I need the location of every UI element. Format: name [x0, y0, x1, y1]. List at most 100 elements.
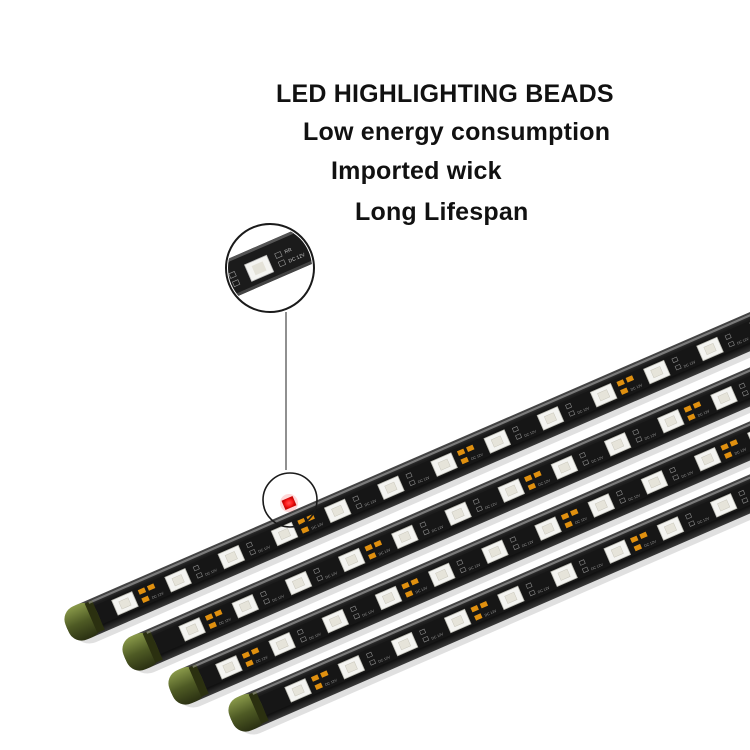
led-bead: [497, 478, 526, 503]
pcb-marking: DC 12V: [591, 455, 605, 464]
resistor: [364, 540, 383, 560]
highlight-led: [280, 494, 298, 512]
led-bead: [337, 655, 366, 680]
headline-imported-wick: Imported wick: [331, 157, 502, 185]
resistor: [137, 583, 156, 604]
resistor: [630, 531, 648, 552]
led-bead: [321, 608, 350, 634]
led-bead: [284, 678, 312, 703]
resistor: [470, 601, 489, 621]
pcb-marking: DC 12V: [218, 617, 232, 626]
pcb-marking: DC 12V: [324, 678, 338, 687]
resistor: [456, 444, 475, 465]
led-bead: [534, 516, 562, 541]
led-bead: [657, 409, 685, 434]
led-bead: [589, 382, 618, 408]
led-strip: DC 12V DC 12V DC 12V DC 12V DC 12V DC 12V DC 1…: [122, 332, 750, 674]
led-bead: [710, 385, 738, 411]
headline-low-energy: Low energy consumption: [303, 118, 611, 146]
pcb-marking: DC 12V: [628, 493, 642, 502]
pcb-marking: DC 12V: [644, 432, 658, 441]
led-bead: [696, 336, 724, 362]
led-bead: [390, 631, 419, 657]
pcb-marking: DC 12V: [524, 429, 538, 438]
pcb-marking: DC 12V: [415, 586, 429, 595]
led-bead: [497, 585, 525, 611]
headline-long-lifespan: Long Lifespan: [355, 198, 529, 226]
led-bead: [550, 562, 578, 588]
led-bead: [111, 591, 139, 616]
pcb-marking: DC 12V: [468, 563, 482, 572]
pcb-marking: DC 12V: [736, 337, 750, 346]
pcb-marking: DC 12V: [362, 609, 376, 618]
led-bead: [587, 493, 616, 518]
pcb-marking: DC 12V: [325, 571, 339, 580]
led-bead: [430, 452, 458, 477]
headline-led-beads: LED HIGHLIGHTING BEADS: [276, 80, 614, 108]
led-strip: DC 12V DC 12V DC 12V DC 12V DC 12V DC 12V DC 1…: [64, 302, 750, 644]
led-bead: [164, 568, 192, 593]
resistor: [560, 508, 579, 529]
led-bead: [215, 655, 243, 680]
led-bead: [656, 516, 685, 541]
led-bead: [709, 493, 738, 518]
pcb-marking: DC 12V: [431, 632, 445, 641]
pcb-marking: DC 12V: [258, 545, 272, 554]
resistor: [683, 401, 702, 421]
pcb-channel-label: RR: [284, 247, 293, 256]
led-bead: [427, 562, 456, 588]
pcb-marking: DC 12V: [644, 539, 658, 548]
pcb-marking: DC 12V: [537, 586, 551, 595]
pcb-marking: DC 12V: [681, 470, 695, 479]
callout-target-circle: [262, 472, 318, 528]
pcb-marking: DC 12V: [204, 568, 218, 577]
led-bead: [337, 547, 366, 573]
pcb-marking: DC 12V: [577, 406, 591, 415]
pcb-marking: DC 12V: [734, 447, 748, 456]
pcb-marking: DC 12V: [484, 609, 498, 618]
led-bead: [284, 570, 313, 596]
led-bead: [443, 608, 472, 634]
led-bead: [693, 446, 722, 472]
pcb-marking: DC 12V: [697, 409, 711, 418]
led-bead: [444, 501, 472, 527]
led-bead: [268, 632, 296, 657]
led-strip: DC 12V DC 12V DC 12V DC 12V DC 12V DC 12V DC 1…: [168, 366, 750, 708]
pcb-marking: DC 12V: [683, 360, 697, 369]
pcb-marking: DC 12V: [311, 522, 325, 531]
pcb-marking: DC 12V: [697, 516, 711, 525]
resistor: [310, 670, 329, 691]
led-bead: [603, 539, 632, 564]
led-bead: [323, 498, 352, 524]
led-bead: [550, 455, 579, 480]
led-bead: [391, 524, 419, 550]
pcb-marking: DC 12V: [151, 591, 165, 600]
pcb-marking: DC 12V: [364, 499, 378, 508]
pcb-marking: DC 12V: [378, 548, 392, 557]
led-bead: [217, 544, 246, 570]
led-bead: [231, 594, 260, 619]
pcb-marking: DC 12V: [590, 562, 604, 571]
pcb-marking: DC 12V: [538, 478, 552, 487]
pcb-marking: DC 12V: [272, 594, 286, 603]
pcb-marking: DC 12V: [574, 516, 588, 525]
pcb-marking: DC 12V: [484, 501, 498, 510]
resistor: [524, 470, 542, 491]
led-bead: [270, 521, 299, 547]
pcb-marking: DC 12V: [255, 655, 269, 664]
led-bead: [374, 585, 403, 611]
led-bead: [603, 432, 632, 457]
pcb-marking: DC 12V: [378, 655, 392, 664]
pcb-marking: DC 12V: [308, 632, 322, 641]
resistor: [204, 609, 223, 630]
led-bead: [178, 617, 206, 642]
led-bead: [640, 470, 669, 495]
led-bead: [483, 429, 512, 454]
resistor: [401, 578, 419, 598]
pcb-marking: DC 12V: [470, 452, 484, 461]
led-strip: DC 12V DC 12V DC 12V DC 12V DC 12V DC 12V DC 1…: [228, 393, 750, 735]
pcb-marking: DC 12V: [417, 475, 431, 484]
led-bead: [536, 406, 565, 431]
